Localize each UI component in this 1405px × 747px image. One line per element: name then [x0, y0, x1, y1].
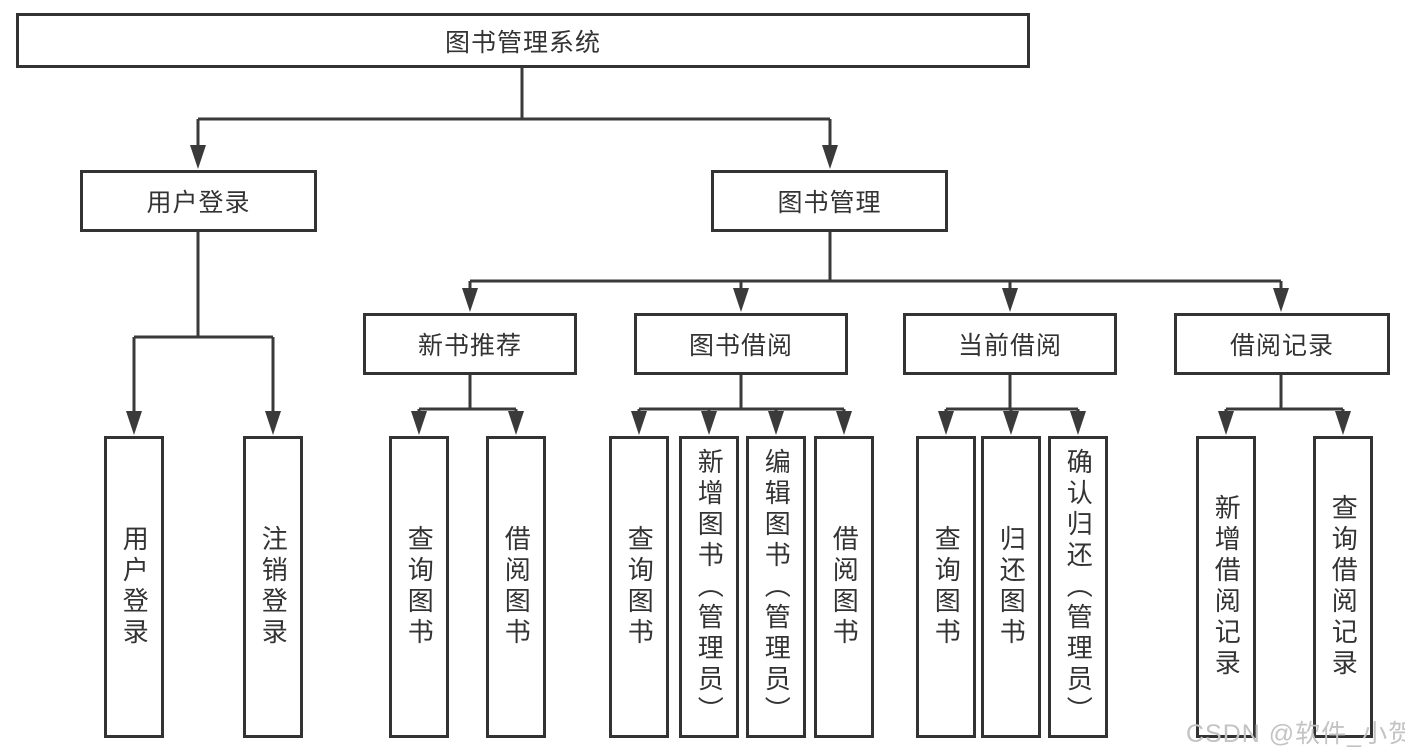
arrowhead	[822, 145, 838, 169]
node-borrowing-records: 借阅记录	[1174, 313, 1390, 375]
arrowhead	[1070, 411, 1086, 435]
leaf-user-login: 用户登录	[104, 436, 164, 738]
connector-strokes	[132, 66, 1345, 414]
link-book-borrowing-to-leaves	[637, 375, 846, 414]
node-library-management-system: 图书管理系统	[16, 13, 1030, 68]
arrowhead	[462, 288, 478, 312]
leaf-borrow-books: 借阅图书	[814, 436, 874, 738]
arrowhead	[1335, 411, 1351, 435]
leaf-borrow-books: 借阅图书	[486, 436, 546, 738]
link-current-borrowing-to-leaves	[944, 375, 1080, 414]
leaf-label: 注销登录	[258, 525, 289, 649]
leaf-label: 新增图书（管理员）	[694, 447, 725, 727]
leaf-label: 查询图书	[404, 525, 435, 649]
leaf-label: 新增借阅记录	[1211, 494, 1242, 680]
arrowhead	[126, 411, 142, 435]
leaf-query-borrow-record: 查询借阅记录	[1313, 436, 1373, 738]
node-current-borrowing: 当前借阅	[903, 313, 1117, 375]
node-book-management: 图书管理	[711, 170, 948, 232]
arrowhead	[1002, 288, 1018, 312]
leaf-label: 确认归还（管理员）	[1063, 447, 1094, 727]
leaf-label: 编辑图书（管理员）	[761, 447, 792, 727]
link-user-login-to-leaves	[132, 232, 275, 413]
csdn-watermark: CSDN @软件_小贺同学	[1186, 720, 1405, 747]
leaf-confirm-return-admin: 确认归还（管理员）	[1048, 436, 1108, 738]
arrowhead	[836, 411, 852, 435]
leaf-label: 查询借阅记录	[1328, 494, 1359, 680]
leaf-label: 借阅图书	[829, 525, 860, 649]
leaf-label: 归还图书	[996, 525, 1027, 649]
arrowhead	[938, 411, 954, 435]
node-new-book-recommendation: 新书推荐	[363, 313, 577, 375]
arrowhead	[768, 411, 784, 435]
leaf-label: 用户登录	[119, 525, 150, 649]
link-borrowing-records-to-leaves	[1224, 375, 1345, 414]
arrowhead	[701, 411, 717, 435]
arrowhead	[631, 411, 647, 435]
leaf-query-books: 查询图书	[916, 436, 976, 738]
link-new-book-to-leaves	[417, 375, 518, 414]
leaf-query-books: 查询图书	[609, 436, 669, 738]
arrowhead	[411, 411, 427, 435]
leaf-label: 查询图书	[624, 525, 655, 649]
leaf-add-borrow-record: 新增借阅记录	[1196, 436, 1256, 738]
node-user-login: 用户登录	[80, 170, 317, 232]
leaf-logout: 注销登录	[243, 436, 303, 738]
leaf-edit-books-admin: 编辑图书（管理员）	[746, 436, 806, 738]
leaf-query-books: 查询图书	[389, 436, 449, 738]
leaf-return-books: 归还图书	[981, 436, 1041, 738]
link-book-management-to-level2	[468, 232, 1283, 292]
leaf-add-books-admin: 新增图书（管理员）	[679, 436, 739, 738]
arrowhead	[733, 288, 749, 312]
node-book-borrowing: 图书借阅	[634, 313, 848, 375]
arrowheads	[126, 145, 1351, 435]
link-root-to-level1	[196, 66, 832, 148]
arrowhead	[1273, 288, 1289, 312]
leaf-label: 查询图书	[931, 525, 962, 649]
arrowhead	[265, 411, 281, 435]
arrowhead	[508, 411, 524, 435]
arrowhead	[1218, 411, 1234, 435]
leaf-label: 借阅图书	[501, 525, 532, 649]
arrowhead	[1003, 411, 1019, 435]
arrowhead	[190, 145, 206, 169]
